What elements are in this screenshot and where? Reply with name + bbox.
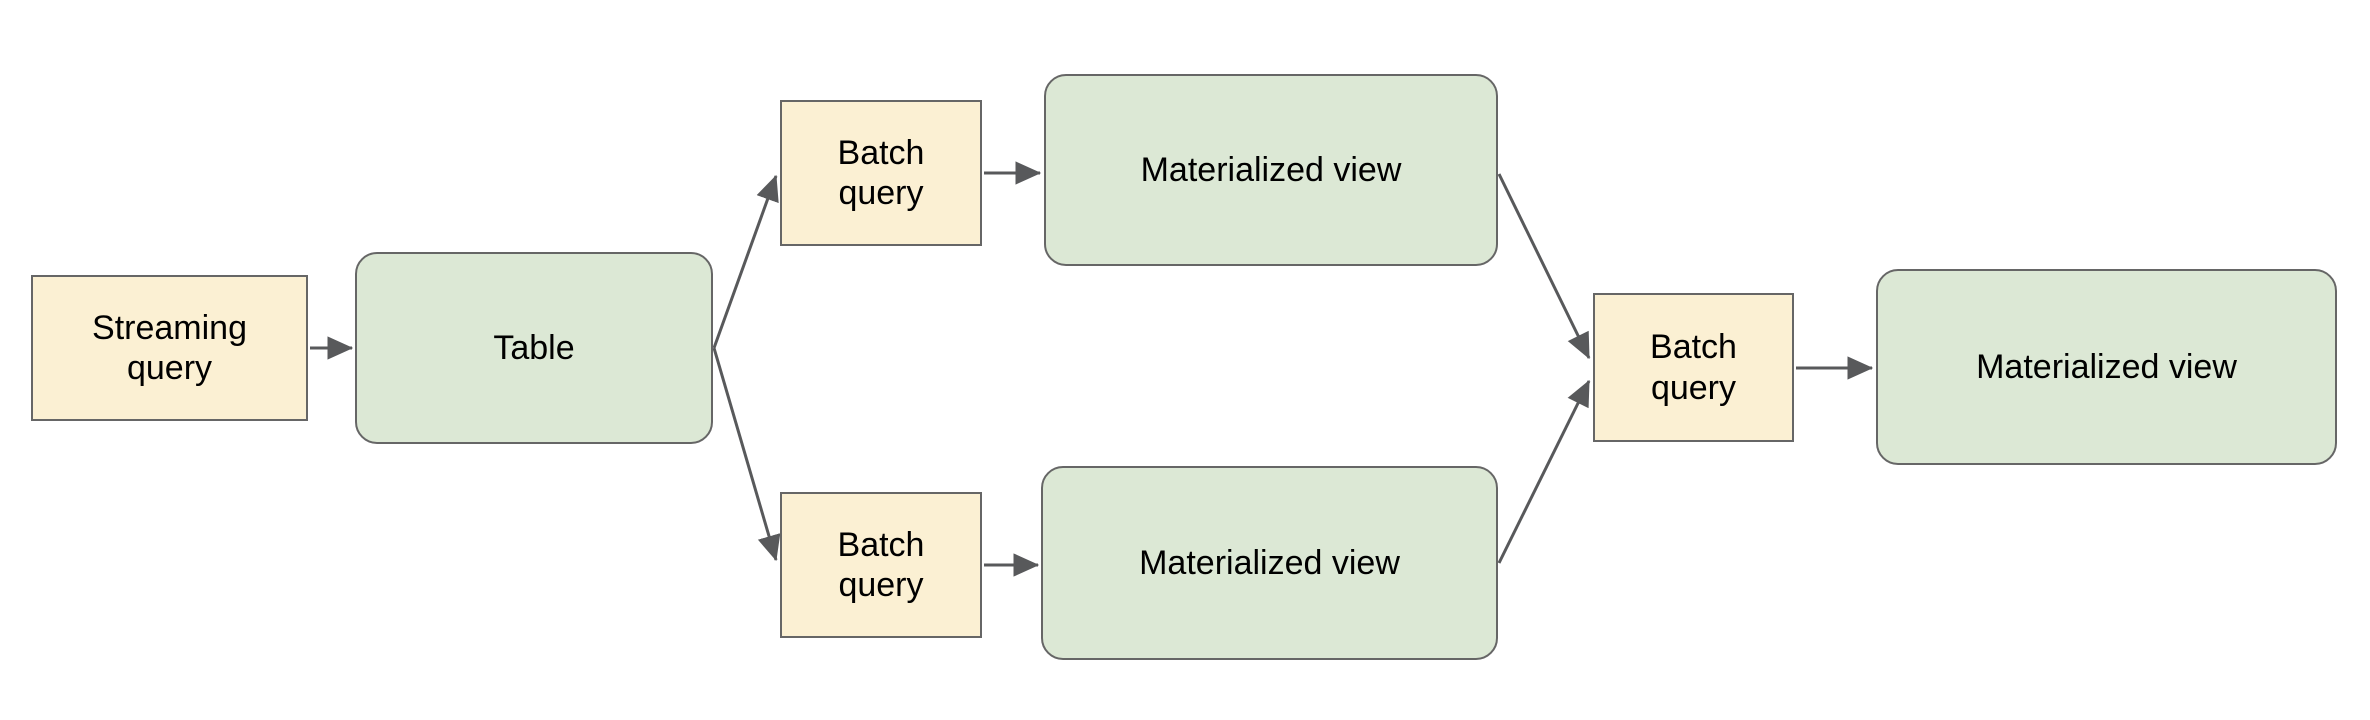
node-streaming-query[interactable]: Streaming query [31,275,308,421]
node-materialized-view-bottom[interactable]: Materialized view [1041,466,1498,660]
node-batch-query-bottom-label: Batch query [837,525,925,604]
node-batch-query-top[interactable]: Batch query [780,100,982,246]
node-table[interactable]: Table [355,252,713,444]
node-streaming-query-label: Streaming query [92,308,247,387]
edge-table-to-batch-query-bottom [712,347,781,562]
node-materialized-view-final[interactable]: Materialized view [1876,269,2337,465]
edge-materialized-view-top-to-batch-query-merge [1497,173,1591,360]
node-batch-query-bottom[interactable]: Batch query [780,492,982,638]
edge-materialized-view-bottom-to-batch-query-merge [1497,379,1591,564]
node-materialized-view-bottom-label: Materialized view [1139,543,1400,582]
edge-table-to-batch-query-top [712,174,779,349]
node-batch-query-top-label: Batch query [837,133,925,212]
node-batch-query-merge[interactable]: Batch query [1593,293,1794,442]
node-materialized-view-top[interactable]: Materialized view [1044,74,1498,266]
node-materialized-view-final-label: Materialized view [1976,347,2237,386]
node-batch-query-merge-label: Batch query [1650,328,1737,407]
node-materialized-view-top-label: Materialized view [1140,150,1402,189]
node-table-label: Table [493,328,575,367]
